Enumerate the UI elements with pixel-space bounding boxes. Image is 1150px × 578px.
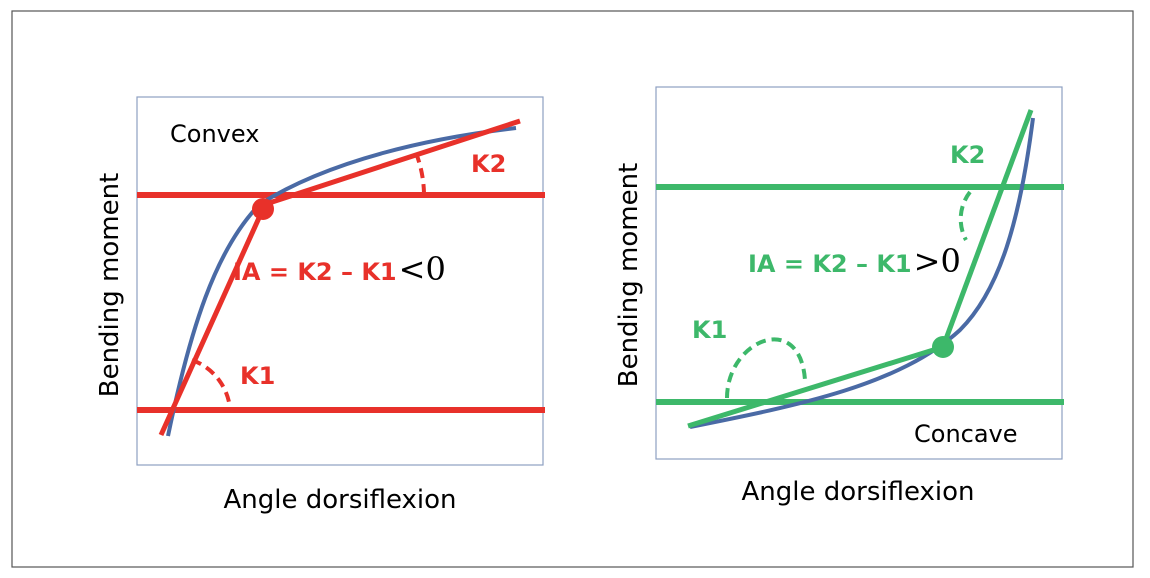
- left-k2-angle-arc: [414, 152, 426, 194]
- left-y-axis-label: Bending moment: [95, 173, 125, 398]
- right-plot-frame: [655, 86, 1063, 460]
- right-concave-curve: [689, 117, 1035, 429]
- right-k2-angle-arc: [958, 190, 972, 241]
- right-k2-tangent-line: [940, 109, 1034, 348]
- left-formula: IA = K2 – K1<0: [233, 250, 446, 288]
- left-plot-frame: [136, 96, 544, 466]
- right-inflection-point: [932, 336, 954, 358]
- left-formula-main: IA = K2 – K1: [233, 258, 397, 286]
- right-formula-main: IA = K2 – K1: [748, 250, 912, 278]
- left-k1-tangent-line: [158, 207, 266, 437]
- left-k2-tangent-line: [262, 118, 521, 208]
- left-panel: Convex K2 K1 IA = K2 – K1<0 Angle dorsif…: [95, 96, 545, 515]
- left-k2-label: K2: [471, 150, 506, 178]
- right-k2-label: K2: [950, 141, 985, 169]
- right-y-axis-label: Bending moment: [614, 163, 644, 388]
- right-k1-tangent-line: [687, 344, 944, 429]
- right-formula: IA = K2 – K1>0: [748, 242, 961, 280]
- left-x-axis-label: Angle dorsiflexion: [223, 485, 456, 515]
- left-title: Convex: [170, 120, 259, 148]
- right-x-axis-label: Angle dorsiflexion: [741, 477, 974, 507]
- left-inflection-point: [252, 198, 274, 220]
- right-k1-angle-arc: [725, 337, 807, 399]
- left-formula-tail: <0: [399, 250, 446, 288]
- right-k1-label: K1: [692, 316, 727, 344]
- right-title: Concave: [914, 420, 1018, 448]
- right-panel: K2 K1 IA = K2 – K1>0 Concave Angle dorsi…: [614, 86, 1064, 507]
- right-formula-tail: >0: [914, 242, 961, 280]
- left-k1-label: K1: [240, 362, 275, 390]
- outer-frame: [11, 10, 1134, 568]
- left-k1-angle-arc: [191, 358, 232, 409]
